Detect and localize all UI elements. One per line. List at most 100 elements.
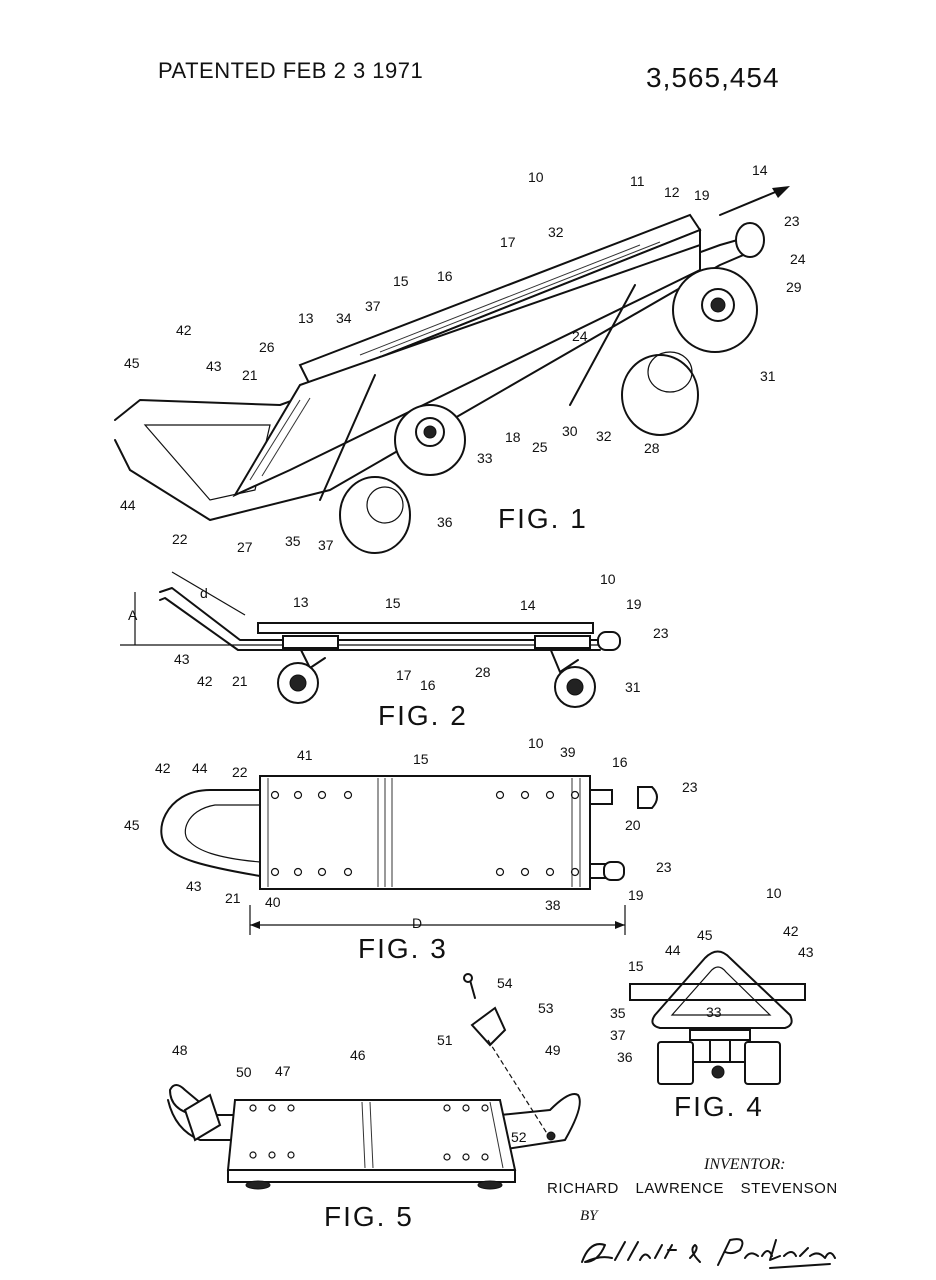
svg-text:32: 32 (596, 428, 612, 444)
svg-text:17: 17 (500, 234, 516, 250)
svg-text:42: 42 (783, 923, 799, 939)
svg-text:37: 37 (318, 537, 334, 553)
svg-text:21: 21 (242, 367, 258, 383)
svg-text:24: 24 (572, 328, 588, 344)
svg-text:20: 20 (625, 817, 641, 833)
inventor-name: RICHARD LAWRENCE STEVENSON (547, 1180, 838, 1197)
svg-text:22: 22 (232, 764, 248, 780)
fig4-drawing: 10 45 42 44 43 15 35 33 37 36 FIG. 4 (610, 885, 814, 1122)
fig5-clip (472, 1008, 505, 1045)
svg-text:45: 45 (124, 355, 140, 371)
svg-text:14: 14 (520, 597, 536, 613)
svg-text:33: 33 (706, 1004, 722, 1020)
svg-text:28: 28 (475, 664, 491, 680)
fig3-end-cap-top (638, 787, 657, 808)
svg-text:42: 42 (176, 322, 192, 338)
fig1-label: FIG. 1 (498, 503, 588, 534)
svg-text:16: 16 (420, 677, 436, 693)
svg-text:37: 37 (610, 1027, 626, 1043)
svg-text:36: 36 (617, 1049, 633, 1065)
fig1-wheel-front-bottom (622, 355, 698, 435)
svg-text:18: 18 (505, 429, 521, 445)
svg-text:10: 10 (766, 885, 782, 901)
svg-text:45: 45 (124, 817, 140, 833)
svg-text:15: 15 (385, 595, 401, 611)
svg-text:37: 37 (365, 298, 381, 314)
svg-text:35: 35 (610, 1005, 626, 1021)
svg-text:17: 17 (396, 667, 412, 683)
svg-text:23: 23 (784, 213, 800, 229)
svg-text:41: 41 (297, 747, 313, 763)
svg-text:D: D (412, 915, 422, 931)
svg-text:10: 10 (600, 571, 616, 587)
svg-text:15: 15 (413, 751, 429, 767)
svg-text:23: 23 (682, 779, 698, 795)
svg-text:51: 51 (437, 1032, 453, 1048)
fig3-handle-outer (161, 790, 260, 876)
svg-text:11: 11 (630, 173, 645, 189)
svg-text:23: 23 (653, 625, 669, 641)
svg-text:35: 35 (285, 533, 301, 549)
svg-text:24: 24 (790, 251, 806, 267)
svg-text:54: 54 (497, 975, 513, 991)
svg-text:12: 12 (664, 184, 680, 200)
fig5-screw (464, 974, 472, 982)
svg-text:A: A (128, 607, 138, 623)
svg-text:13: 13 (298, 310, 314, 326)
svg-text:43: 43 (186, 878, 202, 894)
svg-text:49: 49 (545, 1042, 561, 1058)
fig3-drawing: 10 41 15 39 16 42 44 22 23 45 20 23 43 2… (124, 735, 698, 964)
svg-text:43: 43 (174, 651, 190, 667)
svg-text:16: 16 (437, 268, 453, 284)
fig1-end-cap (736, 223, 764, 257)
svg-text:53: 53 (538, 1000, 554, 1016)
svg-text:33: 33 (477, 450, 493, 466)
svg-text:43: 43 (798, 944, 814, 960)
svg-text:42: 42 (197, 673, 213, 689)
svg-text:15: 15 (628, 958, 644, 974)
svg-text:29: 29 (786, 279, 802, 295)
svg-text:d: d (200, 585, 208, 601)
fig2-end-cap (598, 632, 620, 650)
svg-text:15: 15 (393, 273, 409, 289)
fig2-deck (258, 623, 593, 633)
svg-text:44: 44 (665, 942, 681, 958)
svg-text:44: 44 (192, 760, 208, 776)
fig5-bracket (185, 1095, 220, 1140)
svg-text:46: 46 (350, 1047, 366, 1063)
svg-text:52: 52 (511, 1129, 527, 1145)
svg-text:10: 10 (528, 169, 544, 185)
fig5-label: FIG. 5 (324, 1201, 414, 1232)
svg-text:16: 16 (612, 754, 628, 770)
svg-text:27: 27 (237, 539, 253, 555)
svg-text:36: 36 (437, 514, 453, 530)
fig3-label: FIG. 3 (358, 933, 448, 964)
svg-text:42: 42 (155, 760, 171, 776)
fig4-label: FIG. 4 (674, 1091, 764, 1122)
svg-text:45: 45 (697, 927, 713, 943)
fig2-drawing: 10 13 15 14 19 23 d A 43 42 21 17 16 28 … (120, 571, 669, 731)
svg-text:26: 26 (259, 339, 275, 355)
fig2-label: FIG. 2 (378, 700, 468, 731)
svg-text:31: 31 (760, 368, 776, 384)
fig4-deck (630, 984, 805, 1000)
svg-text:28: 28 (644, 440, 660, 456)
svg-text:39: 39 (560, 744, 576, 760)
svg-text:21: 21 (225, 890, 241, 906)
svg-text:14: 14 (752, 162, 768, 178)
svg-text:32: 32 (548, 224, 564, 240)
svg-text:47: 47 (275, 1063, 291, 1079)
svg-text:10: 10 (528, 735, 544, 751)
fig3-end-cap-bottom (604, 862, 624, 880)
svg-text:22: 22 (172, 531, 188, 547)
svg-text:31: 31 (625, 679, 641, 695)
svg-text:30: 30 (562, 423, 578, 439)
fig3-board (260, 776, 590, 889)
svg-text:19: 19 (626, 596, 642, 612)
svg-text:19: 19 (694, 187, 710, 203)
svg-text:21: 21 (232, 673, 248, 689)
svg-text:23: 23 (656, 859, 672, 875)
by-label: BY (580, 1208, 598, 1225)
fig1-handle-inner (145, 425, 270, 500)
